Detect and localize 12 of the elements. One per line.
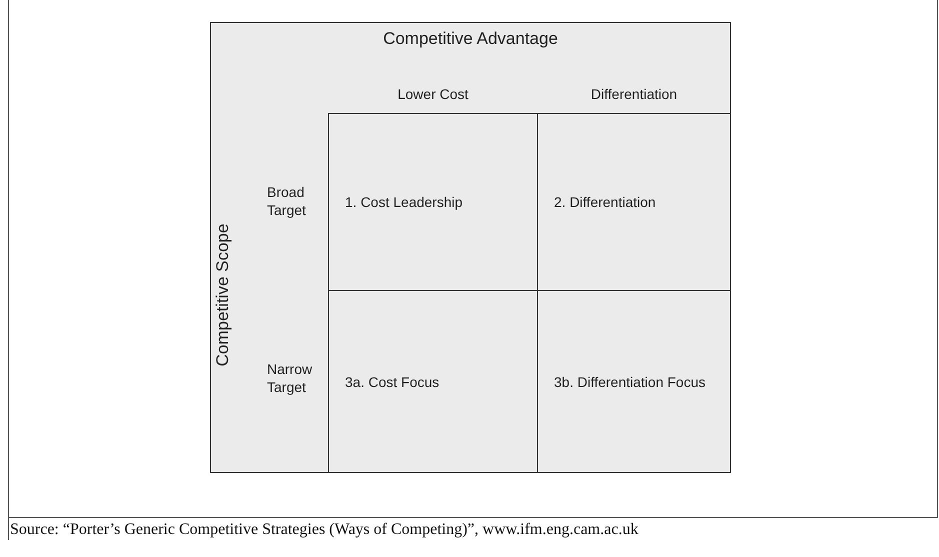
strategy-text: 1. Cost Leadership (345, 194, 463, 210)
matrix-title: Competitive Advantage (382, 29, 559, 49)
strategy-text: 3a. Cost Focus (345, 374, 440, 390)
column-heading: Differentiation (590, 86, 678, 102)
strategy-text: 2. Differentiation (554, 194, 656, 210)
row-heading: Narrow Target (267, 360, 314, 396)
strategy-text: 3b. Differentiation Focus (554, 374, 706, 390)
axis-label: Competitive Scope (213, 224, 233, 366)
column-heading: Lower Cost (396, 86, 470, 102)
source-caption: Source: “Porter’s Generic Competitive Strategies (Ways of Competing)”, www.ifm.eng.cam.ac.uk (10, 521, 638, 539)
row-heading: Broad Target (267, 183, 307, 220)
strategy-cell (328, 113, 538, 291)
